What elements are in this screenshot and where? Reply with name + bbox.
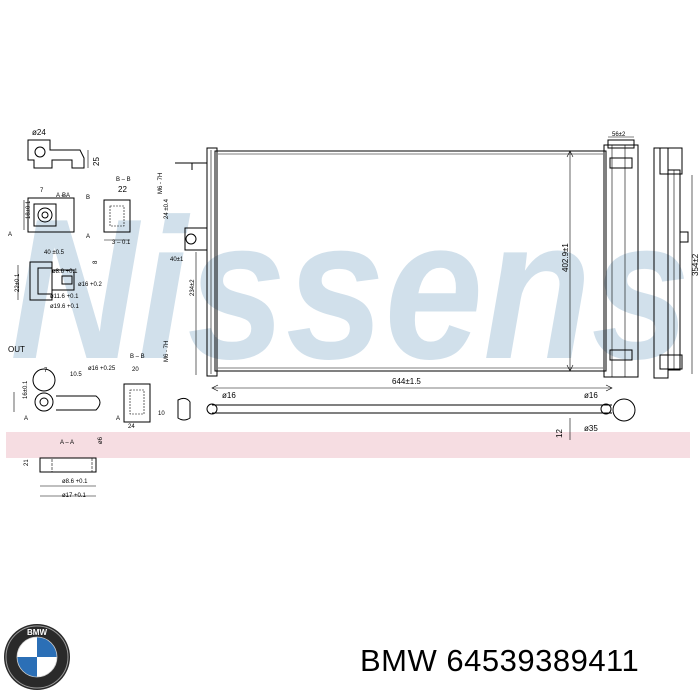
- dim-24: 24 ±0.4: [164, 198, 170, 219]
- dim-644: 644±1.5: [392, 377, 421, 386]
- label-a-left4: A: [116, 416, 120, 422]
- label-aa-2: A – A: [60, 440, 74, 446]
- dim-d19-6: ø19.6 +0.1: [50, 304, 80, 310]
- condenser-side-view: [653, 147, 693, 379]
- label-m6-1: M6 - 7H: [158, 173, 164, 194]
- dim-d16-2: ø16 +0.25: [88, 366, 116, 372]
- fitting-detail-2: [23, 197, 75, 233]
- dim-56: 56±2: [612, 132, 626, 138]
- dim-d16-4: ø16: [584, 391, 598, 400]
- dim-18: 18±0.1: [26, 200, 32, 219]
- dim-402-9: 402.9±1: [561, 243, 570, 272]
- dim-354: 354±2: [691, 253, 700, 276]
- label-out: OUT: [8, 345, 25, 354]
- label-bb-1: B – B: [116, 177, 131, 183]
- dim-7a: 7: [40, 188, 44, 194]
- nissens-watermark: Nissens: [10, 178, 690, 401]
- dim-d24: ø24: [32, 128, 46, 137]
- part-caption: BMW 64539389411: [360, 643, 639, 679]
- dim-d16-1: ø16 +0.2: [78, 282, 103, 288]
- label-bb-2: B – B: [130, 354, 145, 360]
- dim-40a: 40 ±0.5: [44, 250, 65, 256]
- fitting-detail-1: [27, 139, 89, 169]
- dim-d6: ø6: [98, 436, 104, 444]
- label-b-left: B: [62, 193, 66, 199]
- dim-10-5: 10.5: [70, 372, 82, 378]
- section-bb-1: [103, 199, 131, 241]
- dim-3: 3 – 0.1: [112, 240, 131, 246]
- dim-234: 234±2: [190, 279, 196, 296]
- flange-detail-1: [17, 261, 75, 301]
- dim-24b: 24: [128, 424, 135, 430]
- dim-7b: 7: [44, 368, 48, 374]
- dim-40b: 40±1: [170, 257, 184, 263]
- label-a-left: A: [8, 232, 12, 238]
- dim-20: 20: [132, 367, 139, 373]
- bmw-logo-icon: BMW: [4, 624, 70, 690]
- dim-10: 10: [158, 411, 165, 417]
- bmw-logo-letters: BMW: [27, 628, 47, 637]
- dim-d35: ø35: [584, 424, 598, 433]
- label-a-left2: A: [86, 234, 90, 240]
- dim-22b: 22±0.1: [15, 273, 21, 292]
- dim-d8-6b: ø8.6 +0.1: [62, 479, 88, 485]
- dim-8: 8: [93, 260, 99, 264]
- section-aa-2: [39, 457, 97, 497]
- dim-25: 25: [92, 157, 101, 166]
- highlight-band: [6, 432, 690, 458]
- dim-21: 21: [24, 459, 30, 466]
- dim-d16-3: ø16: [222, 391, 236, 400]
- dim-d17: ø17 +0.1: [62, 493, 87, 499]
- caption-brand: BMW: [360, 643, 438, 678]
- label-b-left2: B: [86, 195, 90, 201]
- label-a-left3: A: [24, 416, 28, 422]
- section-bb-2: [123, 383, 151, 423]
- fitting-detail-3: [13, 368, 101, 412]
- dim-16: 16±0.1: [23, 380, 29, 399]
- dim-22: 22: [118, 185, 127, 194]
- dim-d8-6a: ø8.6 +0.1: [52, 269, 78, 275]
- outlet-pipe: [177, 384, 636, 440]
- dim-12: 12: [555, 429, 564, 438]
- caption-part-number: 64539389411: [446, 643, 640, 678]
- dim-d11-6: ø11.6 +0.1: [50, 294, 79, 300]
- condenser-front-view: [175, 136, 639, 378]
- label-m6-2: M6 - 7H: [164, 341, 170, 362]
- label-aa-1: A – A: [56, 193, 70, 199]
